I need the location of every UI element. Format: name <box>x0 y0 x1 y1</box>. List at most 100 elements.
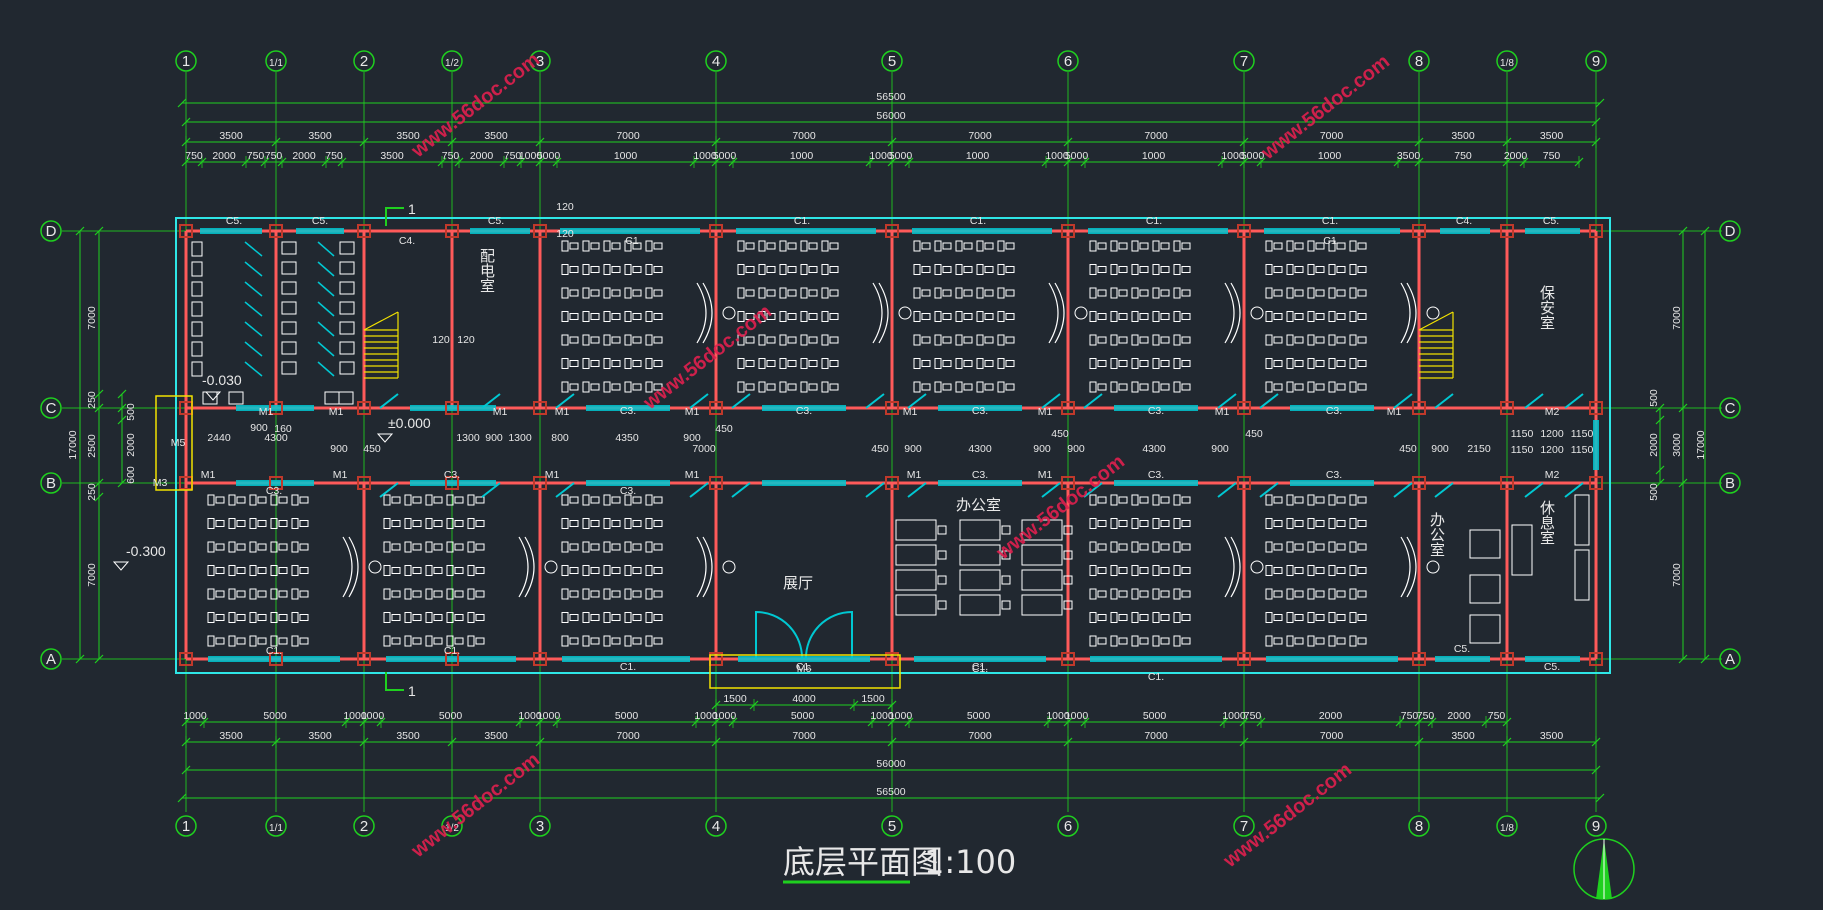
dim-text: 3500 <box>396 730 420 742</box>
opening-tag: C5. <box>312 215 328 227</box>
desk <box>1265 334 1273 346</box>
stall-door <box>317 361 335 377</box>
dim-text: 750 <box>1417 710 1435 722</box>
chair <box>1160 637 1170 645</box>
chair <box>1097 590 1107 598</box>
desk <box>1110 381 1118 393</box>
chair <box>299 590 309 598</box>
opening-tag: C1. <box>1146 215 1162 227</box>
desk <box>603 635 611 647</box>
chair <box>766 336 776 344</box>
desk <box>404 612 412 623</box>
axis-bubble <box>40 220 62 242</box>
chair <box>963 242 973 250</box>
desk <box>603 494 611 506</box>
dim-text-corridor: 450 <box>1051 428 1069 440</box>
desk <box>624 494 632 506</box>
dim-text-corridor: 1200 <box>1540 428 1564 440</box>
chair <box>299 520 309 527</box>
dim-text-corridor: 2150 <box>1467 443 1491 455</box>
chair <box>611 360 621 367</box>
watermark-6: www.56doc.com <box>1219 759 1356 873</box>
window <box>562 656 690 662</box>
podium <box>1054 282 1065 344</box>
chair <box>963 336 973 344</box>
chair <box>653 590 663 598</box>
dim-text: 1000 <box>1222 710 1246 722</box>
desk <box>467 612 475 623</box>
opening-tag: C3. <box>1326 405 1342 417</box>
desk <box>1089 635 1097 647</box>
axis-bubble <box>441 815 463 837</box>
desk <box>228 588 236 600</box>
desk <box>1131 518 1139 529</box>
stall-door <box>317 301 335 317</box>
chair <box>1273 567 1283 574</box>
level-symbol <box>112 561 130 571</box>
column <box>269 476 283 490</box>
desk <box>645 358 653 369</box>
column <box>357 401 371 415</box>
desk <box>934 311 942 322</box>
opening-tag: M1 <box>1038 469 1053 481</box>
chair <box>257 590 267 598</box>
desk <box>249 588 257 600</box>
column <box>885 652 899 666</box>
dim-text-corridor: 120 <box>556 201 574 213</box>
dim-text-corridor: 1300 <box>456 432 480 444</box>
chair <box>1097 242 1107 250</box>
chair <box>942 289 952 297</box>
chair <box>412 590 422 598</box>
dim-text-corridor: 450 <box>871 443 889 455</box>
axis-bubble <box>1719 648 1741 670</box>
column <box>709 224 723 238</box>
desk <box>1089 287 1097 299</box>
opening-tag: C1. <box>796 661 812 673</box>
desk <box>582 381 590 393</box>
desk <box>624 311 632 322</box>
axis-label-6: 6 <box>1064 53 1072 70</box>
desk <box>955 334 963 346</box>
desk <box>913 358 921 369</box>
office-desk <box>895 519 937 541</box>
chair <box>787 383 797 391</box>
desk <box>1152 287 1160 299</box>
door-leaf <box>1041 482 1061 498</box>
window <box>738 656 870 662</box>
dim-text: 7000 <box>1144 130 1168 142</box>
dim-text: 1000 <box>1142 150 1166 162</box>
toilet <box>339 301 355 315</box>
desk <box>1131 541 1139 553</box>
desk <box>603 518 611 529</box>
chair <box>1118 496 1128 504</box>
chair <box>236 567 246 574</box>
chair <box>1160 313 1170 320</box>
desk <box>1173 494 1181 506</box>
stall-door <box>317 281 335 297</box>
desk <box>1307 565 1315 576</box>
chair <box>611 266 621 273</box>
desk <box>1152 588 1160 600</box>
axis-bubble <box>265 50 287 72</box>
desk <box>645 240 653 252</box>
office-desk <box>895 544 937 566</box>
chair <box>611 289 621 297</box>
chair <box>1181 336 1191 344</box>
desk <box>821 287 829 299</box>
window <box>1114 405 1198 411</box>
chair <box>1294 520 1304 527</box>
desk <box>603 334 611 346</box>
dim-text: 2000 <box>1504 150 1528 162</box>
opening-tag: C3. <box>796 405 812 417</box>
toilet <box>191 321 203 337</box>
desk <box>934 287 942 299</box>
chair <box>1160 360 1170 367</box>
chair <box>1139 590 1149 598</box>
desk <box>645 518 653 529</box>
chair <box>653 242 663 250</box>
desk <box>561 541 569 553</box>
teacher-chair <box>1250 306 1264 320</box>
dim-text-corridor: 900 <box>1211 443 1229 455</box>
opening-tag: C3. <box>972 405 988 417</box>
